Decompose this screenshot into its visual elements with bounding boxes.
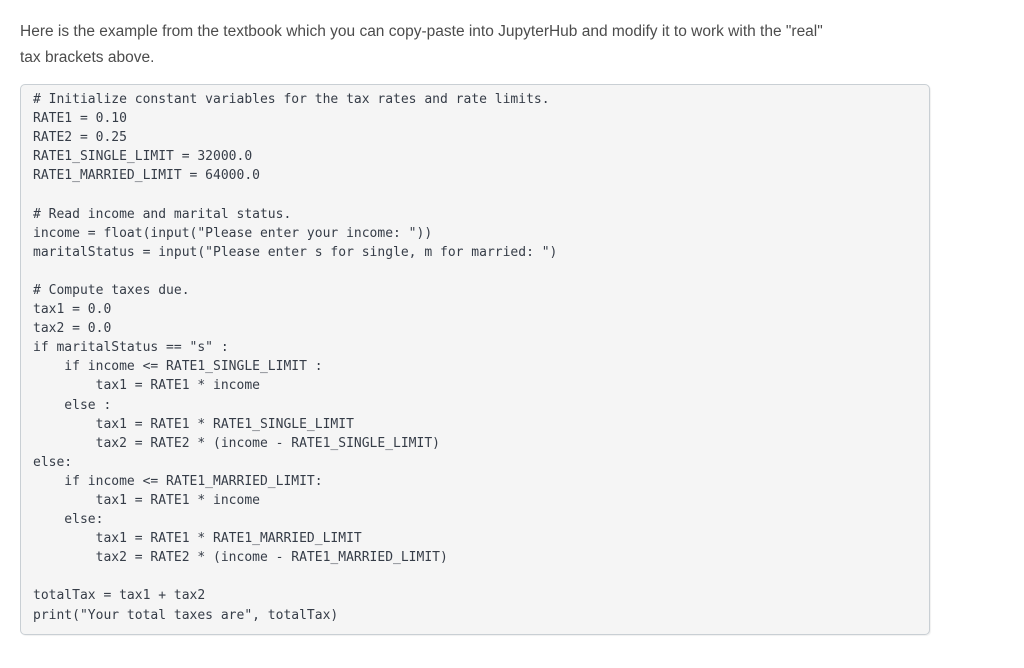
code-block: # Initialize constant variables for the … <box>20 84 930 635</box>
code-pre: # Initialize constant variables for the … <box>33 90 917 625</box>
code-text: # Initialize constant variables for the … <box>33 92 558 623</box>
intro-line-1: Here is the example from the textbook wh… <box>20 23 823 40</box>
intro-paragraph: Here is the example from the textbook wh… <box>20 19 1004 71</box>
intro-line-2: tax brackets above. <box>20 49 155 66</box>
page-content: Here is the example from the textbook wh… <box>20 19 1004 635</box>
